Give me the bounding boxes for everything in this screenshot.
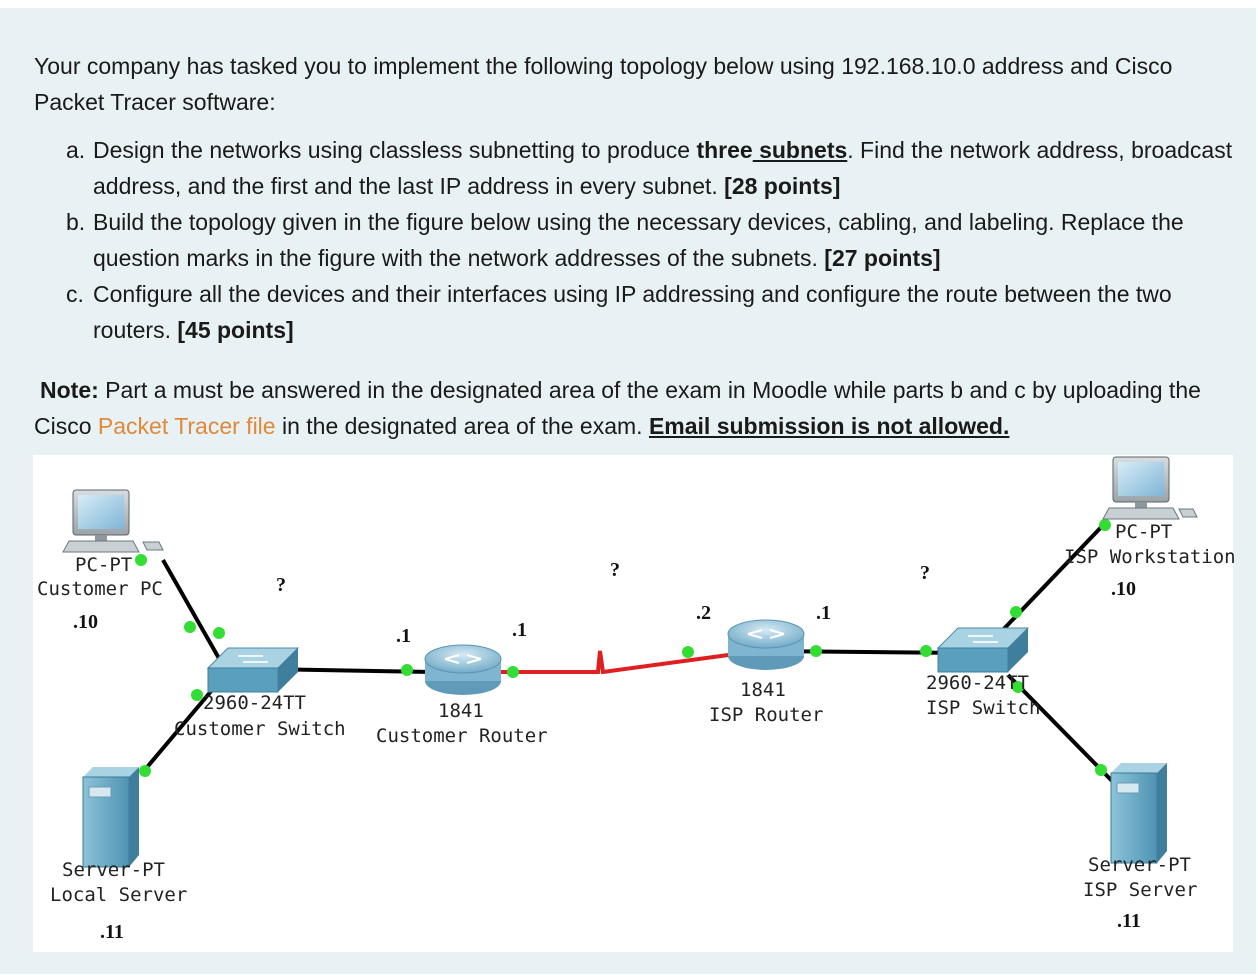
subnet-mark-customer-lan: ? — [276, 574, 286, 596]
switch-icon[interactable] — [206, 647, 300, 693]
isp-workstation-type: PC-PT — [1115, 521, 1173, 543]
customer-pc-type: PC-PT — [75, 554, 133, 576]
server-icon[interactable] — [1110, 763, 1167, 864]
port-indicators — [135, 519, 1111, 777]
isp-workstation-name: ISP Workstation — [1064, 546, 1236, 568]
points: [27 points] — [824, 245, 941, 271]
question-letter: b. — [66, 209, 86, 235]
packet-tracer-link[interactable]: Packet Tracer file — [97, 413, 276, 439]
server-icon[interactable] — [82, 767, 139, 868]
serial-link — [478, 649, 759, 675]
customer-switch-type: 2960-24TT — [203, 692, 306, 714]
points: [45 points] — [177, 317, 294, 343]
switch-icon[interactable] — [936, 627, 1030, 673]
isp-server-ip: .11 — [1117, 910, 1141, 932]
isp-router-lan-ip: .1 — [816, 602, 831, 624]
email-warning: Email submission is not allowed. — [648, 413, 1010, 439]
isp-router-wan-ip: .2 — [696, 602, 711, 624]
topology-diagram — [62, 456, 1198, 868]
customer-router-wan-ip: .1 — [512, 619, 527, 641]
isp-workstation-ip: .10 — [1111, 578, 1136, 600]
router-icon[interactable] — [424, 644, 502, 695]
points: [28 points] — [724, 173, 841, 199]
link-server-switch — [141, 681, 220, 774]
local-server-ip: .11 — [100, 921, 124, 943]
customer-pc-ip: .10 — [73, 611, 98, 633]
isp-router-name: ISP Router — [709, 704, 824, 726]
customer-router-lan-ip: .1 — [396, 625, 411, 647]
question-panel: Your company has tasked you to implement… — [0, 8, 1256, 974]
note-label: Note: — [40, 377, 99, 403]
customer-router-name: Customer Router — [376, 725, 548, 747]
intro-text: Your company has tasked you to implement… — [34, 53, 1173, 115]
subnet-mark-isp-lan: ? — [920, 562, 930, 584]
local-server-name: Local Server — [50, 884, 188, 906]
question-c: c.Configure all the devices and their in… — [66, 276, 1246, 348]
isp-switch-type: 2960-24TT — [926, 672, 1029, 694]
question-list: a.Design the networks using classless su… — [66, 132, 1246, 348]
pc-icon[interactable] — [1102, 456, 1198, 520]
router-icon[interactable] — [727, 619, 805, 670]
question-b: b.Build the topology given in the figure… — [66, 204, 1246, 276]
question-a: a.Design the networks using classless su… — [66, 132, 1246, 204]
isp-server-name: ISP Server — [1083, 879, 1198, 901]
question-letter: c. — [66, 281, 84, 307]
note-text: Note: Part a must be answered in the des… — [34, 377, 1201, 439]
question-letter: a. — [66, 137, 86, 163]
topology-figure: PC-PT Customer PC .10 Server-PT Local Se… — [33, 455, 1236, 952]
customer-pc-name: Customer PC — [37, 578, 163, 600]
pc-icon[interactable] — [62, 489, 164, 553]
local-server-type: Server-PT — [62, 859, 165, 881]
isp-router-type: 1841 — [740, 679, 786, 701]
isp-switch-name: ISP Switch — [926, 697, 1041, 719]
customer-router-type: 1841 — [438, 700, 484, 722]
isp-server-type: Server-PT — [1088, 854, 1191, 876]
subnet-mark-wan: ? — [610, 559, 620, 581]
customer-switch-name: Customer Switch — [174, 718, 346, 740]
